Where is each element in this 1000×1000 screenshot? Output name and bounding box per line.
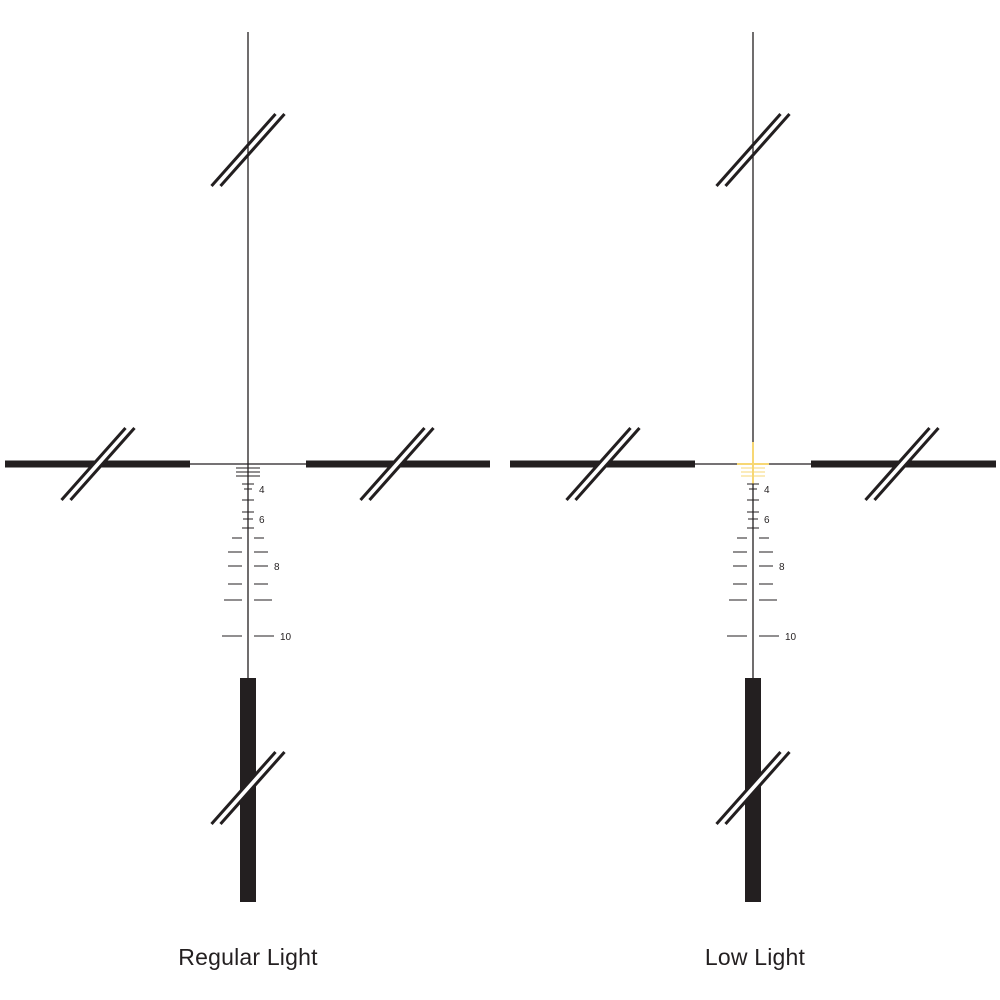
break-mark-right-gap [865, 428, 939, 500]
break-mark-bottom-stroke-0 [715, 751, 782, 825]
reticle-low-light: 4 6 8 10 [510, 32, 996, 902]
break-mark-left-stroke-0 [60, 427, 127, 501]
break-mark-top-stroke-0 [210, 113, 277, 187]
break-mark-top-stroke-1 [724, 113, 791, 187]
break-mark-left-gap [61, 428, 135, 500]
caption-low-light: Low Light [704, 944, 806, 970]
stadia-label-8: 8 [274, 562, 280, 573]
break-mark-right-stroke-1 [873, 427, 940, 501]
caption-regular-light: Regular Light [178, 944, 318, 970]
break-mark-left-stroke-0 [565, 427, 632, 501]
stadia-label-6: 6 [764, 515, 770, 526]
break-mark-right-stroke-0 [359, 427, 426, 501]
break-mark-top-stroke-1 [219, 113, 286, 187]
break-mark-bottom-gap [211, 752, 285, 824]
break-mark-right-gap [360, 428, 434, 500]
break-mark-bottom-stroke-1 [219, 751, 286, 825]
stadia-label-10: 10 [785, 632, 797, 643]
break-mark-left-gap [566, 428, 640, 500]
stadia-label-4: 4 [764, 485, 770, 496]
stadia-label-6: 6 [259, 515, 265, 526]
stadia-label-4: 4 [259, 485, 265, 496]
break-mark-bottom-stroke-1 [724, 751, 791, 825]
break-mark-right-stroke-0 [864, 427, 931, 501]
break-mark-right-stroke-1 [368, 427, 435, 501]
break-mark-top-stroke-0 [715, 113, 782, 187]
break-mark-bottom-stroke-0 [210, 751, 277, 825]
stadia-label-10: 10 [280, 632, 292, 643]
reticle-regular-light: 4 6 8 10 [5, 32, 490, 902]
break-mark-bottom-gap [716, 752, 790, 824]
break-mark-left-stroke-1 [69, 427, 136, 501]
stadia-label-8: 8 [779, 562, 785, 573]
break-mark-left-stroke-1 [574, 427, 641, 501]
